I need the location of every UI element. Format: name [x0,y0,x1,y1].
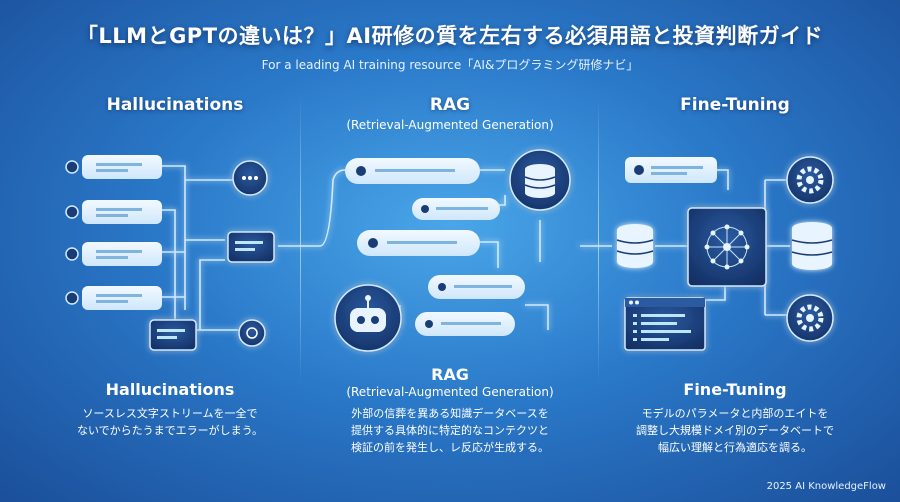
chat-bubble-icon [238,319,266,347]
column-heading-fine-tuning: Fine-Tuning [680,95,790,115]
chat-bubble-icon [625,157,717,183]
description-fine-tuning: モデルのパラメータと内部のエイトを 調整し大規模ドメイ別のデータベートで 幅広い… [636,407,834,454]
chat-bubble-icon [65,286,162,310]
page-title: 「LLMとGPTの違いは？」AI研修の質を左右する必須用語と投資判断ガイド [76,24,824,48]
page-subtitle: For a leading AI training resource「AI&プロ… [261,58,639,72]
column-heading-hallucinations: Hallucinations [106,95,244,115]
database-icon [791,222,833,270]
chat-bubble-icon [415,312,515,336]
message-node-icon [227,231,275,263]
rag-chat-bubbles [345,158,525,336]
gear-icon [786,294,834,342]
hallucination-chat-bubbles [65,155,162,310]
section-heading-hallucinations: Hallucinations [105,380,235,399]
chat-bubble-icon [412,198,500,220]
gear-icon [786,156,834,204]
footer-credit: 2025 AI KnowledgeFlow [766,481,886,492]
column-subheading-rag: (Retrieval-Augmented Generation) [346,118,554,132]
database-icon [616,224,654,268]
chat-bubble-icon [65,242,162,266]
robot-icon [334,284,402,352]
chat-bubble-icon [428,275,525,299]
neural-network-icon [687,207,767,287]
chat-bubble-icon [65,155,162,179]
column-heading-rag: RAG [429,95,471,115]
column-divider-left [300,95,301,385]
column-divider-right [598,95,599,385]
description-rag: 外部の信葬を異ある知識データベースを 提供する具体的に特定的なコンテクツと 検証… [351,407,549,454]
section-subheading-rag: (Retrieval-Augmented Generation) [346,385,554,399]
database-icon [509,149,571,211]
chat-bubble-icon [232,160,268,196]
section-heading-fine-tuning: Fine-Tuning [683,380,787,399]
code-window-icon [624,297,706,351]
chat-bubble-icon [65,200,162,224]
description-hallucinations: ソースレス文字ストリームを一全で ないでからたうまでエラーがしまう。 [76,407,263,437]
chat-bubble-icon [345,158,480,184]
chat-bubble-icon [357,230,480,256]
message-node-icon [149,319,197,351]
section-heading-rag: RAG [431,365,469,384]
